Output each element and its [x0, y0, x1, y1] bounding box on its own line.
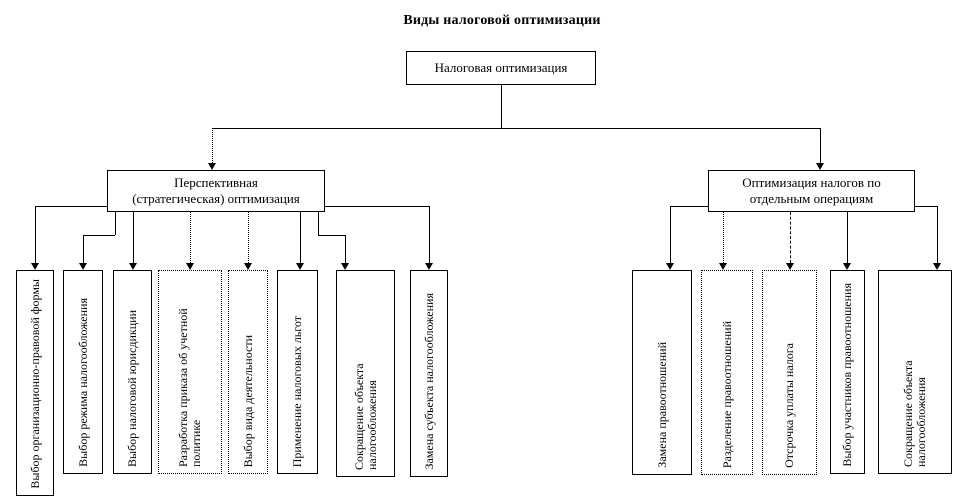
connector-arrowhead — [208, 163, 216, 170]
branch-operations-label-line1: Оптимизация налогов по — [742, 175, 881, 190]
connector-l7 — [318, 235, 345, 236]
connector-l6 — [300, 212, 301, 263]
leaf-label: Выбор режима налогообложения — [75, 298, 90, 467]
leaf-tax-object-reduction: Сокращение объекта налогообложения — [336, 270, 395, 477]
connector-arrowhead — [666, 263, 674, 270]
connector-arrowhead — [296, 263, 304, 270]
connector-arrowhead — [79, 263, 87, 270]
connector-arrowhead — [786, 263, 794, 270]
connector-r3 — [790, 212, 791, 263]
leaf-tax-object-reduction-2: Сокращение объекта налогообложения — [878, 270, 952, 474]
branch-strategic-label-line1: Перспективная — [174, 175, 258, 190]
leaf-tax-payment-deferral: Отсрочка уплаты налога — [762, 270, 817, 475]
leaf-org-legal-form: Выбор организационно-правовой формы — [16, 270, 54, 496]
leaf-label: Выбор участников правоотношения — [840, 283, 854, 467]
connector-l8 — [325, 206, 429, 207]
connector-l5 — [248, 212, 249, 263]
connector-r1 — [670, 206, 671, 263]
connector-l2 — [115, 212, 116, 235]
connector-l4 — [190, 212, 191, 263]
connector-strategic-drop — [212, 128, 213, 163]
leaf-legal-relations-division: Разделение правоотношений — [701, 270, 753, 475]
connector-operations-drop — [820, 128, 821, 163]
leaf-accounting-policy-order: Разработка приказа об учетной политике — [158, 270, 222, 474]
connector-r1 — [670, 206, 708, 207]
diagram-title: Виды налоговой оптимизации — [403, 13, 601, 28]
connector-l7 — [345, 235, 346, 263]
connector-r5 — [937, 206, 938, 263]
leaf-label: Разработка приказа об учетной политике — [176, 308, 203, 467]
connector-arrowhead — [719, 263, 727, 270]
connector-l2 — [83, 235, 115, 236]
connector-l3 — [133, 212, 134, 263]
connector-arrowhead — [425, 263, 433, 270]
connector-r5 — [915, 206, 937, 207]
leaf-tax-regime: Выбор режима налогообложения — [63, 270, 103, 474]
leaf-label: Выбор налоговой юрисдикции — [125, 310, 139, 467]
leaf-label: Разделение правоотношений — [719, 320, 734, 468]
root-node: Налоговая оптимизация — [406, 51, 596, 85]
leaf-label: Выбор вида деятельности — [240, 334, 255, 467]
leaf-tax-benefits: Применение налоговых льгот — [277, 270, 318, 474]
connector-l2 — [83, 235, 84, 263]
connector-arrowhead — [816, 163, 824, 170]
leaf-legal-relations-replacement: Замена правоотношений — [632, 270, 692, 475]
branch-strategic-node: Перспективная (стратегическая) оптимизац… — [107, 170, 325, 212]
connector-arrowhead — [843, 263, 851, 270]
leaf-relations-participants-choice: Выбор участников правоотношения — [830, 270, 865, 474]
connector-main-horizontal — [212, 128, 820, 129]
leaf-label: Отсрочка уплаты налога — [782, 343, 796, 468]
connector-root-drop — [501, 85, 502, 128]
leaf-tax-subject-replacement: Замена субъекта налогообложения — [410, 270, 448, 477]
connector-l1 — [35, 206, 36, 263]
connector-l7 — [318, 212, 319, 235]
leaf-label: Выбор организационно-правовой формы — [27, 279, 42, 489]
connector-l8 — [429, 206, 430, 263]
connector-arrowhead — [933, 263, 941, 270]
connector-r4 — [847, 212, 848, 263]
connector-arrowhead — [244, 263, 252, 270]
connector-arrowhead — [129, 263, 137, 270]
leaf-activity-type: Выбор вида деятельности — [228, 270, 268, 474]
leaf-label: Замена субъекта налогообложения — [421, 293, 436, 470]
branch-operations-node: Оптимизация налогов по отдельным операци… — [708, 170, 915, 212]
leaf-label: Замена правоотношений — [654, 342, 669, 468]
branch-operations-label-line2: отдельным операциям — [749, 191, 874, 206]
connector-arrowhead — [186, 263, 194, 270]
leaf-tax-jurisdiction: Выбор налоговой юрисдикции — [113, 270, 152, 474]
connector-arrowhead — [31, 263, 39, 270]
branch-strategic-label-line2: (стратегическая) оптимизация — [132, 191, 300, 206]
leaf-label: Применение налоговых льгот — [290, 315, 304, 467]
leaf-label: Сокращение объекта налогообложения — [351, 363, 379, 470]
connector-arrowhead — [341, 263, 349, 270]
connector-l1 — [35, 206, 107, 207]
root-node-label: Налоговая оптимизация — [434, 60, 568, 75]
leaf-label: Сокращение объекта налогообложения — [901, 360, 928, 467]
connector-r2 — [723, 212, 724, 263]
